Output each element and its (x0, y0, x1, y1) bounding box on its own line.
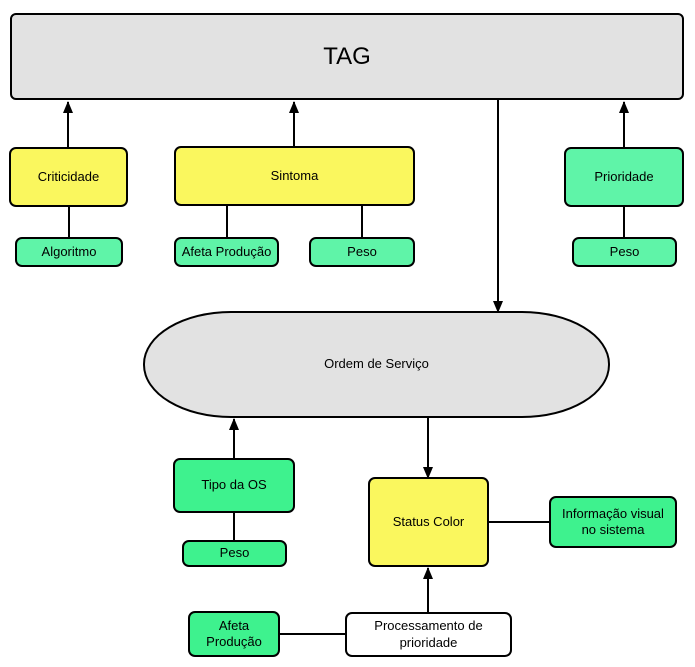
node-sintoma: Sintoma (174, 146, 415, 206)
node-tipo-da-os: Tipo da OS (173, 458, 295, 513)
node-afeta-producao-sintoma: Afeta Produção (174, 237, 279, 267)
node-algoritmo: Algoritmo (15, 237, 123, 267)
node-peso-prioridade: Peso (572, 237, 677, 267)
node-afeta-producao-processamento: Afeta Produção (188, 611, 280, 657)
node-tag: TAG (10, 13, 684, 100)
node-peso-tipo-os: Peso (182, 540, 287, 567)
node-status-color: Status Color (368, 477, 489, 567)
node-peso-sintoma: Peso (309, 237, 415, 267)
node-prioridade: Prioridade (564, 147, 684, 207)
node-ordem-de-servico: Ordem de Serviço (143, 311, 610, 418)
node-criticidade: Criticidade (9, 147, 128, 207)
node-informacao-visual: Informação visual no sistema (549, 496, 677, 548)
node-processamento-prioridade: Processamento de prioridade (345, 612, 512, 657)
